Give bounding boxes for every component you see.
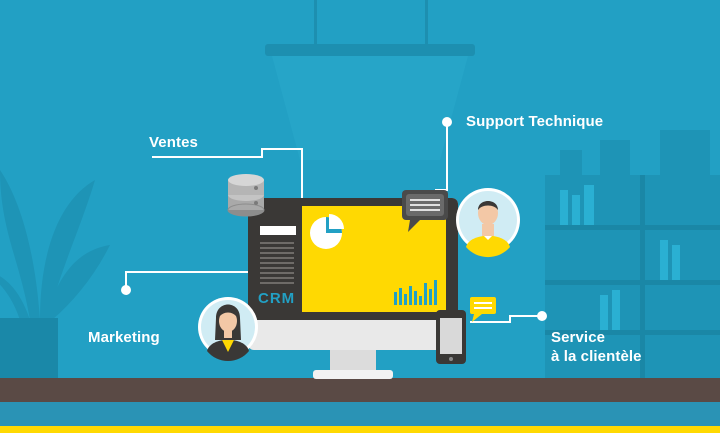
marketing-avatar <box>198 297 258 362</box>
desk-front <box>0 402 720 426</box>
monitor-icon <box>248 198 458 379</box>
label-service-line2: à la clientèle <box>551 348 642 365</box>
label-ventes: Ventes <box>149 134 198 151</box>
database-icon <box>227 174 265 217</box>
chat-bubble-icon <box>402 190 448 232</box>
connector-dots <box>121 117 547 321</box>
plant-icon <box>0 170 110 378</box>
smartphone-icon <box>436 310 466 364</box>
floor-stripe <box>0 426 720 433</box>
bookshelf-icon <box>545 130 720 385</box>
crm-logo: CRM <box>258 290 296 307</box>
connector-lines <box>125 122 542 323</box>
label-marketing: Marketing <box>88 329 160 346</box>
ceiling-lamp-icon <box>265 0 475 160</box>
desk-top <box>0 378 720 402</box>
support-avatar <box>456 188 520 258</box>
message-icon <box>470 297 496 322</box>
label-service-line1: Service <box>551 329 606 346</box>
label-support-technique: Support Technique <box>466 113 604 130</box>
